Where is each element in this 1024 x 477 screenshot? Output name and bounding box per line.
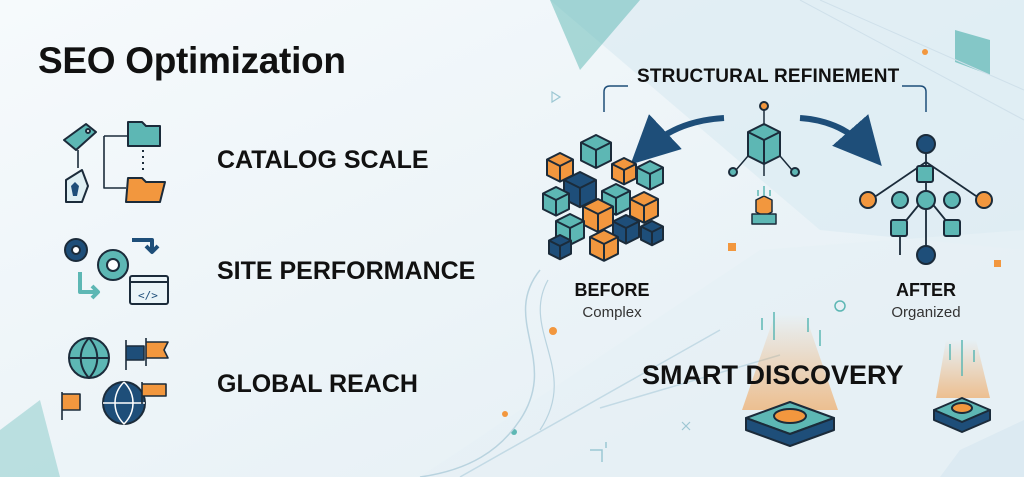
refinement-heading: STRUCTURAL REFINEMENT (637, 66, 900, 87)
before-cube-edge (629, 198, 659, 223)
svg-text:</>: </> (138, 289, 158, 302)
deco-triangle (550, 0, 640, 70)
before-cube-edge (589, 236, 619, 261)
before-cube-edge (612, 220, 640, 244)
before-cube-edge (546, 158, 574, 182)
before-cube-edge (563, 179, 597, 208)
before-complex-cubes (542, 134, 664, 262)
after-organized-tree (859, 134, 993, 265)
center-cube-icon (728, 101, 800, 225)
before-label: BEFORE (574, 280, 650, 300)
discovery-pedestal-left (742, 312, 838, 447)
before-cube-edge (636, 166, 664, 190)
before-cube-edge (601, 190, 631, 215)
before-cube-edge (582, 205, 614, 232)
gears-code-icon: </> (64, 238, 169, 305)
before-cube-edge (580, 141, 612, 168)
before-cube-edge (548, 239, 572, 260)
right-curved-arrow (799, 114, 882, 167)
after-label: AFTER (896, 280, 956, 300)
after-caption: Organized (891, 304, 961, 321)
before-cube-edge (611, 163, 637, 185)
before-caption: Complex (582, 304, 642, 321)
before-cube-edge (542, 192, 570, 216)
feature-site-performance: SITE PERFORMANCE (217, 257, 476, 285)
feature-catalog-scale: CATALOG SCALE (217, 146, 429, 174)
catalog-tags-folders-icon (63, 121, 166, 203)
page-title: SEO Optimization (38, 40, 346, 81)
globes-flags-icon (61, 337, 169, 425)
smart-discovery-label: SMART DISCOVERY (642, 360, 904, 390)
left-curved-arrow (630, 114, 725, 165)
refinement-bracket (603, 85, 927, 112)
discovery-pedestal-right (933, 340, 991, 433)
before-cube-edge (640, 225, 664, 246)
feature-global-reach: GLOBAL REACH (217, 370, 418, 398)
